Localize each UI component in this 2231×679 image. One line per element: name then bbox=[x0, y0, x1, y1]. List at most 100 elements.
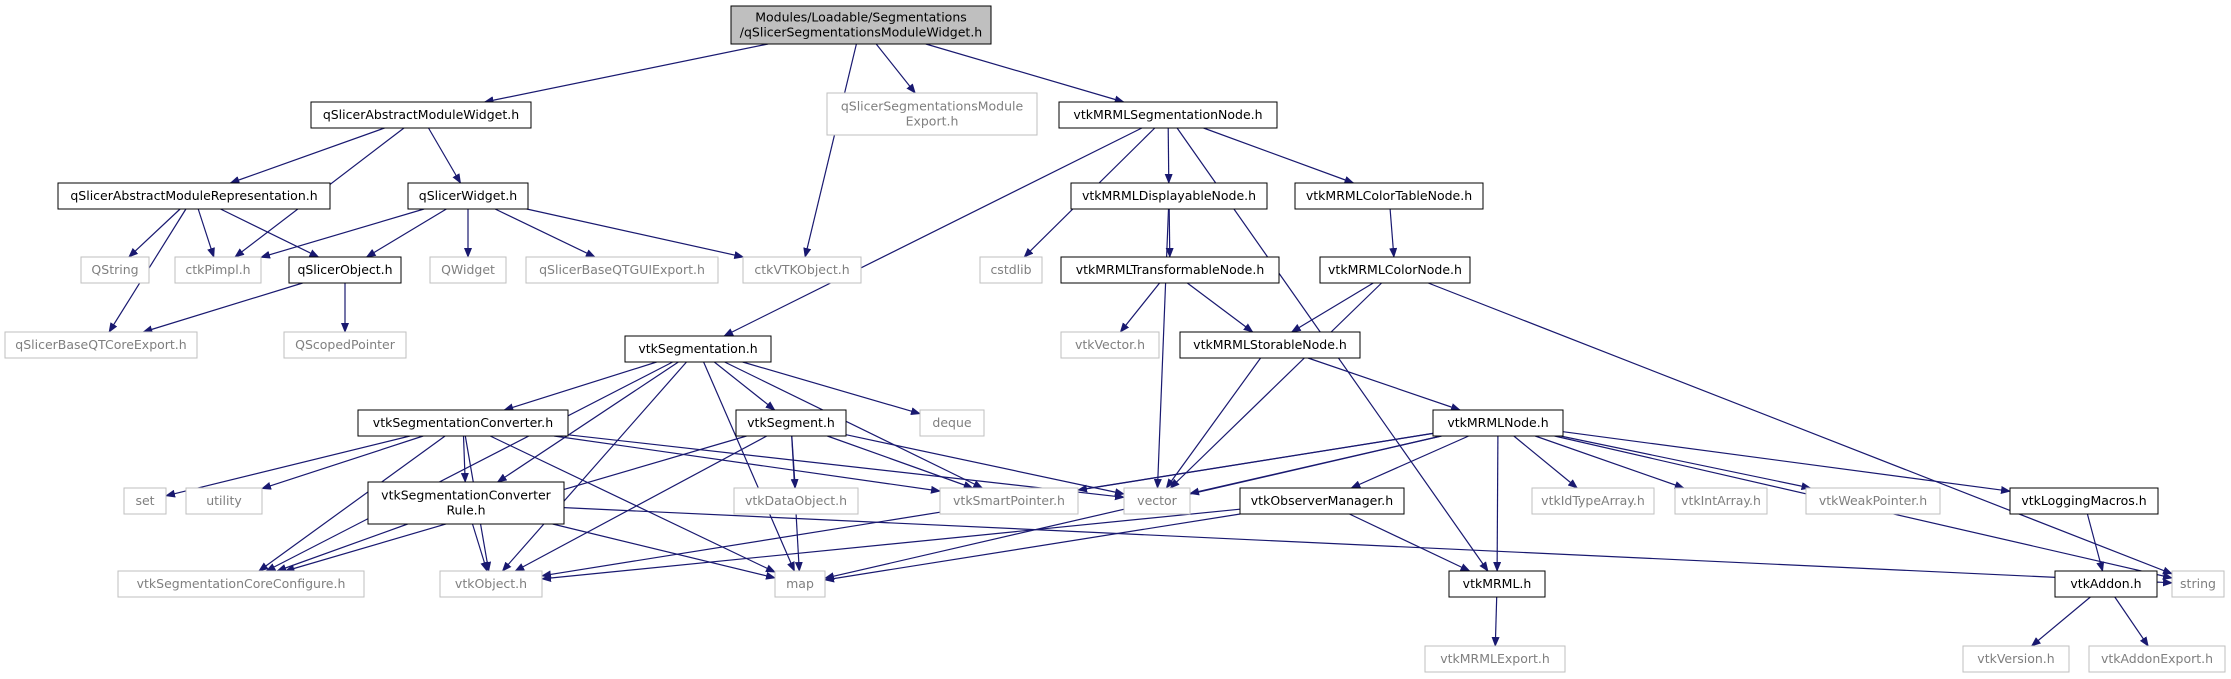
node-ctkvtkobject: ctkVTKObject.h bbox=[742, 256, 862, 284]
node-obsmanager[interactable]: vtkObserverManager.h bbox=[1239, 487, 1405, 515]
node-box bbox=[1294, 182, 1484, 210]
edge-root-to-absmodwidget bbox=[483, 43, 769, 105]
edge-qslicerobject-to-qtcoreexport bbox=[142, 282, 303, 334]
node-label: vtkObserverManager.h bbox=[1251, 493, 1393, 508]
node-box bbox=[367, 481, 565, 525]
node-qwidget: QWidget bbox=[429, 256, 507, 284]
node-box bbox=[1179, 331, 1361, 359]
node-label: vtkMRMLNode.h bbox=[1447, 415, 1548, 430]
node-vector: vector bbox=[1123, 487, 1191, 515]
edge-segconverter-to-convrule bbox=[460, 435, 469, 483]
edge-segment-to-vtkobject bbox=[514, 435, 768, 572]
node-box bbox=[288, 256, 402, 284]
node-string: string bbox=[2171, 570, 2225, 598]
edge-transformable-to-vtkvector bbox=[1119, 282, 1161, 333]
node-absmodwidget[interactable]: qSlicerAbstractModuleWidget.h bbox=[310, 101, 532, 129]
node-box bbox=[1424, 645, 1566, 673]
node-label: vtkWeakPointer.h bbox=[1819, 493, 1927, 508]
node-qscopedpointer: QScopedPointer bbox=[283, 331, 407, 359]
node-label: vtkSegmentation.h bbox=[638, 341, 757, 356]
node-box bbox=[1239, 487, 1405, 515]
node-box bbox=[1123, 487, 1191, 515]
node-label: qSlicerWidget.h bbox=[419, 188, 517, 203]
node-utility: utility bbox=[185, 487, 263, 515]
node-label: vtkMRMLTransformableNode.h bbox=[1076, 262, 1265, 277]
node-loggingmacros[interactable]: vtkLoggingMacros.h bbox=[2009, 487, 2159, 515]
edge-colornode-to-string bbox=[1427, 282, 2173, 575]
node-box bbox=[1962, 645, 2070, 673]
edge-absmodrep-to-qstring bbox=[128, 208, 181, 258]
node-root[interactable]: Modules/Loadable/Segmentations/qSlicerSe… bbox=[730, 5, 992, 45]
node-label: vtkMRMLSegmentationNode.h bbox=[1073, 107, 1262, 122]
edge-segnode-to-displayable bbox=[1164, 127, 1173, 184]
node-qslicerobject[interactable]: qSlicerObject.h bbox=[288, 256, 402, 284]
edge-colornode-to-storable bbox=[1290, 282, 1374, 333]
node-box bbox=[735, 409, 847, 437]
node-colortable[interactable]: vtkMRMLColorTableNode.h bbox=[1294, 182, 1484, 210]
edge-loggingmacros-to-vtkaddon bbox=[2086, 513, 2105, 572]
node-label: vtkDataObject.h bbox=[745, 493, 847, 508]
node-mrmlexport: vtkMRMLExport.h bbox=[1424, 645, 1566, 673]
node-label: qSlicerBaseQTGUIExport.h bbox=[539, 262, 705, 277]
node-weakpointer: vtkWeakPointer.h bbox=[1805, 487, 1941, 515]
node-addonexport: vtkAddonExport.h bbox=[2088, 645, 2226, 673]
edge-displayable-to-vector bbox=[1153, 208, 1170, 489]
node-qstring: QString bbox=[80, 256, 150, 284]
node-storable[interactable]: vtkMRMLStorableNode.h bbox=[1179, 331, 1361, 359]
node-label: vtkObject.h bbox=[455, 576, 527, 591]
edge-convrule-to-string bbox=[563, 507, 2173, 587]
node-transformable[interactable]: vtkMRMLTransformableNode.h bbox=[1060, 256, 1280, 284]
node-vtkmrml[interactable]: vtkMRML.h bbox=[1448, 570, 1546, 598]
node-label: vector bbox=[1137, 493, 1178, 508]
node-label: vtkMRMLExport.h bbox=[1440, 651, 1550, 666]
node-mrmlnode[interactable]: vtkMRMLNode.h bbox=[1432, 409, 1564, 437]
node-colornode[interactable]: vtkMRMLColorNode.h bbox=[1319, 256, 1471, 284]
edge-qslicerwidget-to-ctkvtkobject bbox=[526, 208, 745, 259]
node-segment[interactable]: vtkSegment.h bbox=[735, 409, 847, 437]
node-qtcoreexport: qSlicerBaseQTCoreExport.h bbox=[4, 331, 198, 359]
edge-segmentation-to-segconverter bbox=[503, 361, 657, 412]
node-segconverter[interactable]: vtkSegmentationConverter.h bbox=[357, 409, 569, 437]
node-label: ctkPimpl.h bbox=[185, 262, 250, 277]
edge-convrule-to-map bbox=[552, 523, 776, 580]
edge-absmodwidget-to-absmodrep bbox=[229, 127, 385, 184]
edge-mrmlnode-to-intarray bbox=[1535, 435, 1685, 489]
node-label: vtkMRML.h bbox=[1463, 576, 1532, 591]
node-label: vtkAddon.h bbox=[2070, 576, 2141, 591]
edge-colortable-to-colornode bbox=[1389, 208, 1398, 258]
edge-convrule-to-coreconfigure bbox=[276, 523, 408, 572]
edge-mrmlnode-to-vtkmrml bbox=[1493, 435, 1502, 572]
node-qslicerwidget[interactable]: qSlicerWidget.h bbox=[407, 182, 529, 210]
node-box bbox=[919, 409, 985, 437]
edge-segconverter-to-vector bbox=[567, 434, 1125, 501]
edge-segconverter-to-utility bbox=[261, 435, 424, 490]
node-absmodrep[interactable]: qSlicerAbstractModuleRepresentation.h bbox=[57, 182, 331, 210]
edge-mrmlnode-to-idtypearray bbox=[1513, 435, 1578, 489]
node-box bbox=[1805, 487, 1941, 515]
node-segnode[interactable]: vtkMRMLSegmentationNode.h bbox=[1058, 101, 1278, 129]
node-box bbox=[1448, 570, 1546, 598]
node-box bbox=[1531, 487, 1655, 515]
edge-convrule-to-vtkobject bbox=[471, 523, 489, 572]
node-box bbox=[283, 331, 407, 359]
node-segmentation[interactable]: vtkSegmentation.h bbox=[624, 335, 772, 363]
edge-segconverter-to-smartpointer bbox=[553, 435, 941, 494]
node-label: Modules/Loadable/Segmentations/qSlicerSe… bbox=[740, 10, 982, 40]
node-label: set bbox=[135, 493, 154, 508]
edge-segconverter-to-map bbox=[489, 435, 776, 573]
edge-segmentation-to-convrule bbox=[496, 361, 679, 483]
node-qtguiexport: qSlicerBaseQTGUIExport.h bbox=[525, 256, 719, 284]
node-vtkaddon[interactable]: vtkAddon.h bbox=[2054, 570, 2158, 598]
node-displayable[interactable]: vtkMRMLDisplayableNode.h bbox=[1070, 182, 1268, 210]
node-intarray: vtkIntArray.h bbox=[1674, 487, 1768, 515]
node-box bbox=[185, 487, 263, 515]
edge-colornode-to-vector bbox=[1169, 282, 1383, 489]
edge-segment-to-smartpointer bbox=[827, 435, 974, 489]
edge-vtkmrml-to-mrmlexport bbox=[1491, 596, 1500, 647]
node-label: qSlicerAbstractModuleRepresentation.h bbox=[70, 188, 317, 203]
node-label: vtkLoggingMacros.h bbox=[2021, 493, 2146, 508]
node-cstdlib: cstdlib bbox=[979, 256, 1043, 284]
edge-segnode-to-colortable bbox=[1203, 127, 1355, 184]
